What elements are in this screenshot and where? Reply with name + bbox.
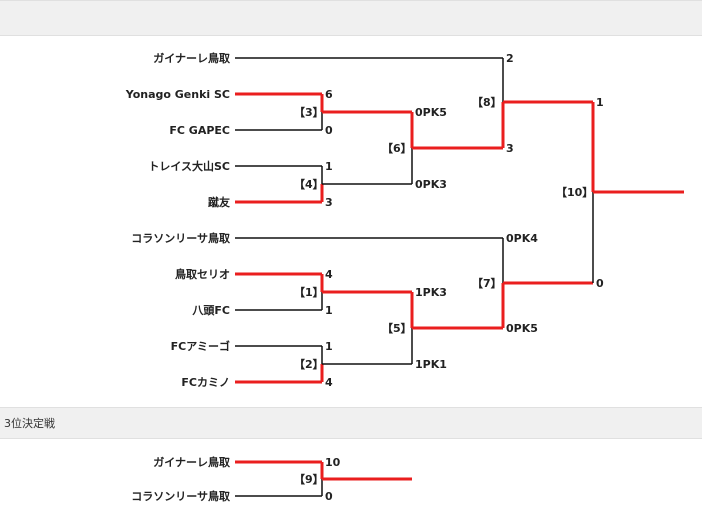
score: 1 [596,96,604,109]
score: 0 [596,277,604,290]
score: 0PK3 [415,178,447,191]
score: 3 [325,196,333,209]
score: 1PK1 [415,358,447,371]
match-label: 【10】 [556,186,593,199]
match-label: 【1】 [294,286,324,299]
score: 10 [325,456,341,469]
score: 1 [325,160,333,173]
match-label: 【9】 [294,473,324,486]
match-label: 【5】 [382,322,412,335]
score: 6 [325,88,333,101]
score: 0PK4 [506,232,538,245]
team-name: コラソンリーサ鳥取 [131,489,230,503]
score: 1PK3 [415,286,447,299]
header-bar [0,0,702,36]
score: 1 [325,304,333,317]
match-label: 【3】 [294,106,324,119]
team-name: ガイナーレ鳥取 [153,51,230,65]
score: 0PK5 [506,322,538,335]
section-title: 3位決定戦 [4,417,55,430]
team-name: 八頭FC [191,304,230,317]
team-name: 蹴友 [208,195,230,209]
match-label: 【2】 [294,358,324,371]
score: 0PK5 [415,106,447,119]
team-name: コラソンリーサ鳥取 [131,231,230,245]
score: 3 [506,142,514,155]
team-name: FCアミーゴ [171,339,230,353]
match-label: 【7】 [472,277,502,290]
team-name: トレイス大山SC [148,159,230,173]
team-name: 鳥取セリオ [175,267,230,281]
match-label: 【6】 [382,142,412,155]
team-name: FC GAPEC [169,124,230,137]
team-name: FCカミノ [181,376,230,389]
score: 4 [325,376,333,389]
score: 0 [325,124,333,137]
match-label: 【8】 [472,96,502,109]
score: 2 [506,52,514,65]
team-name: Yonago Genki SC [125,88,230,101]
team-name: ガイナーレ鳥取 [153,455,230,469]
score: 4 [325,268,333,281]
section-header-third-place: 3位決定戦 [0,407,702,439]
match-label: 【4】 [294,178,324,191]
score: 0 [325,490,333,503]
score: 1 [325,340,333,353]
